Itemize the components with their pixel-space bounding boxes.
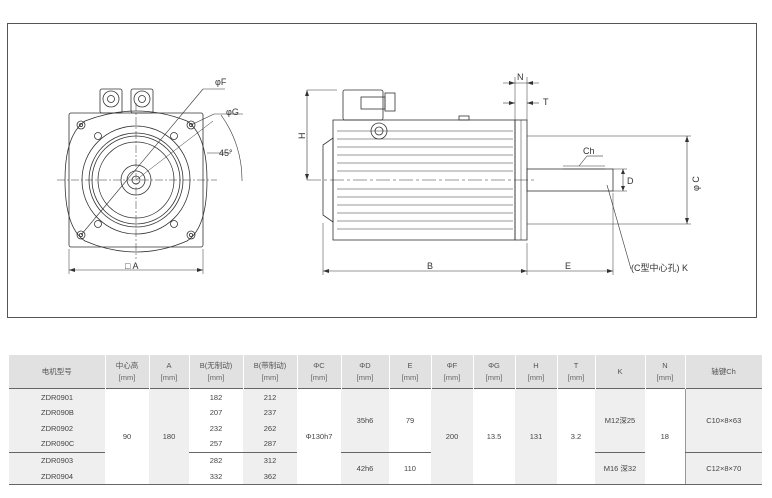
cell-e-group-2: 110 (389, 452, 431, 485)
header-a: A[mm] (149, 355, 190, 389)
label-k: (C型中心孔) K (631, 262, 688, 273)
cell-k-group-1: M12深25 (595, 388, 645, 453)
cooling-fins (337, 130, 513, 230)
connector-icon (342, 89, 396, 121)
models-group-1: ZDR0901 ZDR090B ZDR0902 ZDR090C (9, 388, 105, 453)
b-brake-group-2: 312 362 (243, 452, 297, 485)
cell-t: 3.2 (557, 388, 595, 485)
cell-phi-d-group-1: 35h6 (341, 388, 389, 453)
front-view (57, 88, 243, 274)
label-n: N (517, 72, 524, 82)
table-row: ZDR0901 ZDR090B ZDR0902 ZDR090C 90 180 1… (9, 388, 762, 485)
header-phi-g: ΦG[mm] (473, 355, 516, 389)
table-row: ZDR0903 ZDR0904 282 332 312 362 42h6 110… (9, 452, 762, 485)
cell-phi-d-group-2: 42h6 (341, 452, 389, 485)
cell-center-height: 90 (105, 388, 149, 485)
header-h: H[mm] (515, 355, 558, 389)
b-no-brake-group-1: 182 207 232 257 (189, 388, 243, 453)
shaft (526, 168, 614, 192)
cell-ch-group-2: C12×8×70 (684, 452, 762, 485)
cell-h: 131 (515, 388, 557, 485)
body-outline (64, 110, 208, 253)
header-t: T[mm] (557, 355, 596, 389)
label-phi-g: φG (226, 107, 239, 117)
lifting-eye (370, 122, 388, 140)
cell-phi-c: Φ130h7 (297, 388, 341, 485)
label-phi-f: φF (215, 77, 227, 87)
header-model: 电机型号 (9, 355, 106, 389)
header-phi-d: ΦD[mm] (341, 355, 390, 389)
label-angle: 45° (219, 148, 233, 158)
label-e: E (565, 261, 571, 271)
header-b-brake: B(带制动)[mm] (243, 355, 298, 389)
models-group-2: ZDR0903 ZDR0904 (9, 452, 105, 485)
label-b: B (427, 261, 433, 271)
header-n: N[mm] (645, 355, 686, 389)
cell-ch-group-1: C10×8×63 (684, 388, 762, 453)
header-e: E[mm] (389, 355, 432, 389)
b-brake-group-1: 212 237 262 287 (243, 388, 297, 453)
label-d: D (627, 176, 634, 186)
drawing-frame (7, 23, 757, 318)
cell-n: 18 (645, 388, 685, 485)
header-phi-f: ΦF[mm] (431, 355, 474, 389)
cell-phi-f: 200 (431, 388, 473, 485)
side-view (306, 77, 691, 275)
b-no-brake-group-2: 282 332 (189, 452, 243, 485)
technical-drawing: φF φG 45° □ A (57, 72, 701, 275)
cell-a: 180 (149, 388, 189, 485)
spec-table: 电机型号 中心高[mm] A[mm] B(无制动)[mm] B(带制动)[mm]… (9, 355, 763, 485)
label-t: T (543, 97, 549, 107)
connector-icon (99, 88, 154, 114)
header-k: K (595, 355, 646, 389)
header-b-no-brake: B(无制动)[mm] (189, 355, 244, 389)
mounting-hole-icon (76, 120, 196, 240)
header-ch: 轴键Ch (685, 355, 763, 389)
label-h: H (297, 133, 307, 140)
cell-k-group-2: M16 深32 (595, 452, 645, 485)
header-phi-c: ΦC[mm] (297, 355, 342, 389)
label-phi-c: φ C (691, 176, 701, 191)
label-ch: Ch (583, 146, 595, 156)
cell-e-group-1: 79 (389, 388, 431, 453)
table-header-row: 电机型号 中心高[mm] A[mm] B(无制动)[mm] B(带制动)[mm]… (9, 355, 763, 389)
header-center-height: 中心高[mm] (105, 355, 150, 389)
cell-phi-g: 13.5 (473, 388, 515, 485)
label-a: □ A (125, 261, 138, 271)
